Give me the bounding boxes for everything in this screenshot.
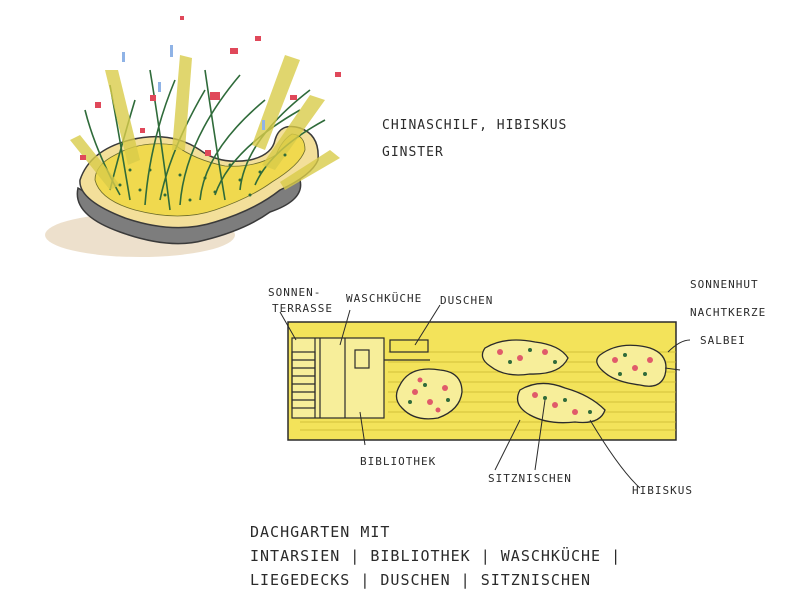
planter-illustration bbox=[45, 16, 341, 257]
label-sitznischen: SITZNISCHEN bbox=[488, 472, 572, 485]
label-sonnen-terrasse-2: TERRASSE bbox=[272, 302, 333, 315]
label-plants-right-1: SONNENHUT bbox=[690, 278, 759, 291]
plant-note-line2: GINSTER bbox=[382, 145, 444, 160]
label-bibliothek: BIBLIOTHEK bbox=[360, 455, 437, 468]
caption-line1: DACHGARTEN MIT bbox=[250, 523, 391, 541]
rooftop-plan bbox=[279, 304, 691, 489]
caption-line2: INTARSIEN | BIBLIOTHEK | WASCHKÜCHE | bbox=[250, 547, 622, 565]
label-plants-right-2: NACHTKERZE bbox=[690, 306, 767, 319]
plant-note-line1: CHINASCHILF, HIBISKUS bbox=[382, 118, 568, 133]
label-hibiskus: HIBISKUS bbox=[632, 484, 693, 497]
label-plants-right-3: SALBEI bbox=[700, 334, 746, 347]
label-sonnen-terrasse-1: SONNEN- bbox=[268, 286, 322, 299]
label-waschkueche: WASCHKÜCHE bbox=[346, 292, 423, 305]
label-duschen: DUSCHEN bbox=[440, 294, 494, 307]
caption-line3: LIEGEDECKS | DUSCHEN | SITZNISCHEN bbox=[250, 571, 592, 589]
